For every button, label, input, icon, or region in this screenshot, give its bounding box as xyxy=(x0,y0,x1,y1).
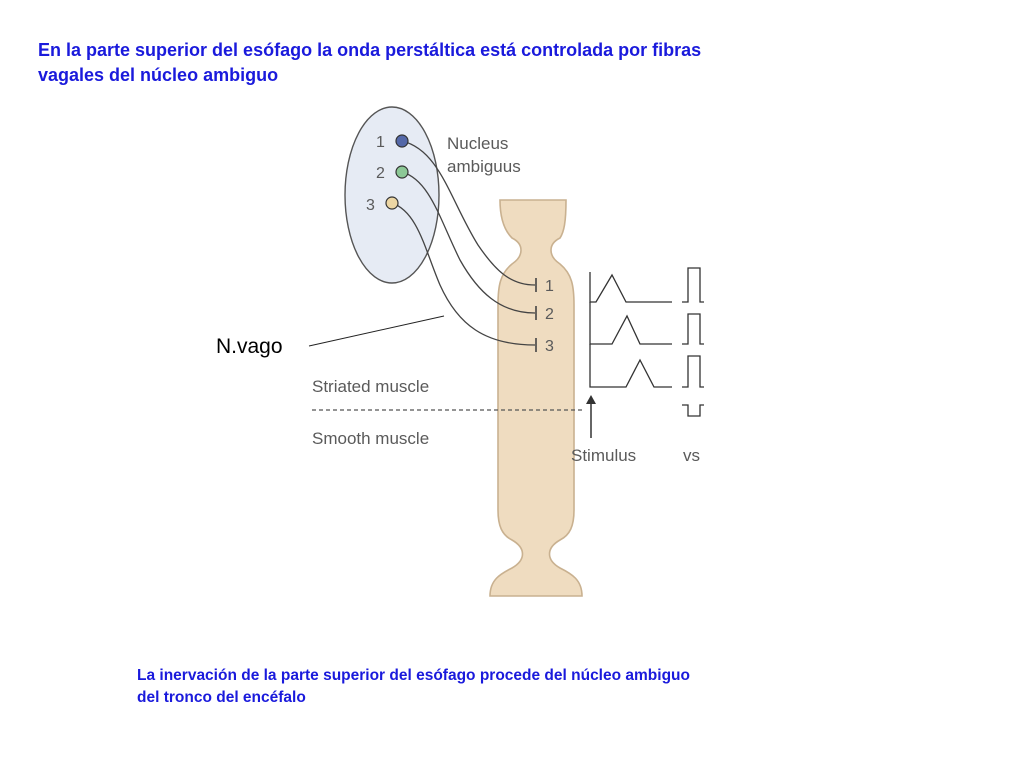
pressure-trace-3 xyxy=(589,344,672,388)
nerve-fiber-2 xyxy=(401,171,536,314)
slide-title: En la parte superior del esófago la onda… xyxy=(38,38,938,88)
pressure-trace-2 xyxy=(589,302,672,345)
slide-caption-line: La inervación de la parte superior del e… xyxy=(137,667,690,684)
slide-caption: La inervación de la parte superior del e… xyxy=(137,665,897,709)
nerve-label: N.vago xyxy=(216,335,283,358)
nucleus-label-line-2: ambiguus xyxy=(447,157,521,176)
slide-caption-line: del tronco del encéfalo xyxy=(137,689,306,706)
terminal-label-2: 2 xyxy=(545,306,554,323)
sphincter-trace-2 xyxy=(682,313,704,345)
stimulus-arrowhead xyxy=(586,395,596,404)
terminal-label-1: 1 xyxy=(545,278,554,295)
nucleus-label-line-1: Nucleus xyxy=(447,134,508,153)
nerve-fiber-1 xyxy=(401,140,536,286)
smooth-muscle-label: Smooth muscle xyxy=(312,429,429,448)
sphincter-trace-4 xyxy=(682,404,704,417)
sphincter-trace-1 xyxy=(682,267,704,303)
sphincter-trace-3 xyxy=(682,355,704,388)
slide-title-line: vagales del núcleo ambiguo xyxy=(38,65,279,85)
nerve-label-leader xyxy=(308,315,445,347)
terminal-label-3: 3 xyxy=(545,338,554,355)
slide-title-line: En la parte superior del esófago la onda… xyxy=(38,40,702,60)
esophagus xyxy=(489,199,583,597)
nucleus-ambiguus-region xyxy=(344,106,440,284)
neuron-2 xyxy=(395,165,409,179)
neuron-1 xyxy=(395,134,409,148)
neuron-number-2: 2 xyxy=(376,165,385,182)
vs-label: vs xyxy=(683,446,700,465)
pressure-trace-1 xyxy=(589,272,672,303)
neuron-number-3: 3 xyxy=(366,197,375,214)
neuron-number-1: 1 xyxy=(376,134,385,151)
striated-muscle-label: Striated muscle xyxy=(312,377,429,396)
stimulus-label: Stimulus xyxy=(571,446,636,465)
neuron-3 xyxy=(385,196,399,210)
nerve-fiber-3 xyxy=(391,202,536,346)
